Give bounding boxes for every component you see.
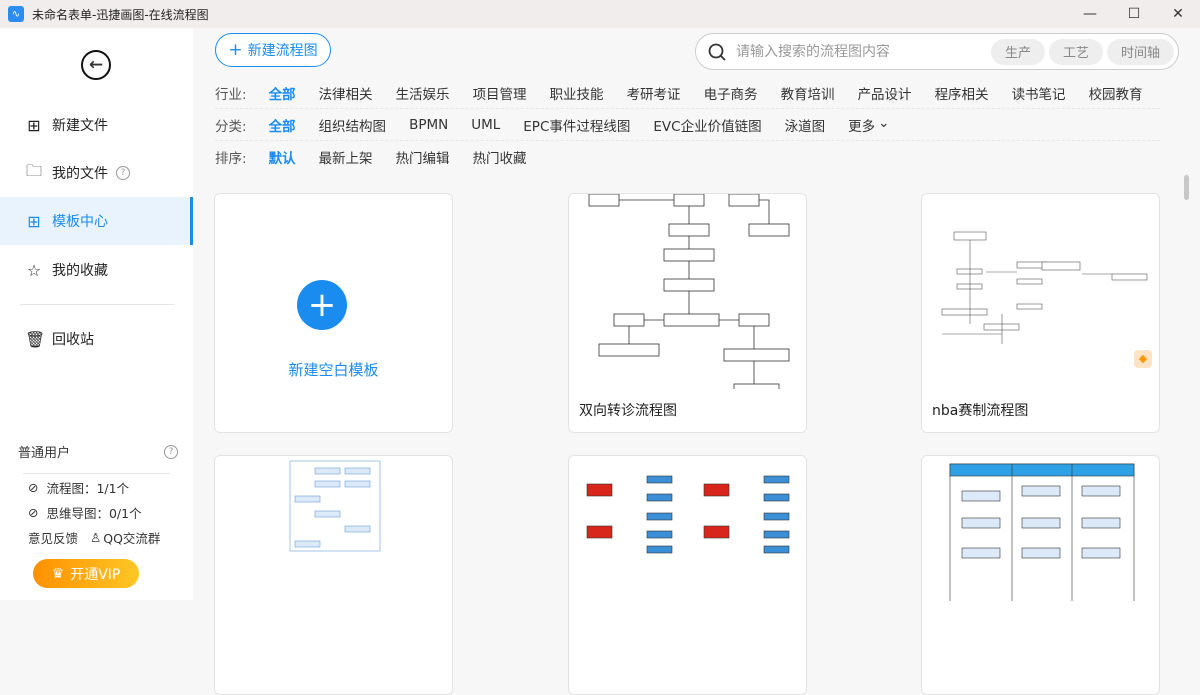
filter-label: 分类: xyxy=(215,119,247,135)
filter-option[interactable]: 热门编辑 xyxy=(395,151,450,167)
maximize-button[interactable]: ☐ xyxy=(1127,6,1141,22)
template-thumbnail xyxy=(941,231,1148,344)
crown-icon: ♛ xyxy=(51,565,65,582)
title-bar: ∿ 未命名表单-迅捷画图-在线流程图 — ☐ ✕ xyxy=(0,0,1200,28)
industry-filter: 行业: 全部 法律相关 生活娱乐 项目管理 职业技能 考研考证 电子商务 教育培训 产品设计 程序相… xyxy=(215,83,1166,103)
filter-option[interactable]: UML xyxy=(471,117,501,133)
filter-option[interactable]: BPMN xyxy=(409,117,449,133)
sidebar-item-label: 我的收藏 xyxy=(52,263,108,279)
filter-option[interactable]: 考研考证 xyxy=(626,87,681,103)
grid-icon: ⊞ xyxy=(27,211,41,231)
new-blank-template-label: 新建空白模板 xyxy=(288,361,379,379)
filter-label: 行业: xyxy=(215,87,247,103)
open-vip-button[interactable]: ♛ 开通VIP xyxy=(33,559,139,588)
help-icon[interactable]: ? xyxy=(164,444,178,459)
plus-icon: + xyxy=(297,280,347,330)
qq-group-link[interactable]: QQ交流群 xyxy=(103,531,161,546)
template-card[interactable] xyxy=(921,455,1160,695)
filter-option[interactable]: 教育培训 xyxy=(780,87,835,103)
vip-label: 开通VIP xyxy=(70,566,121,583)
chevron-down-icon: ⌄ xyxy=(878,114,890,131)
folder-icon: 🗀 xyxy=(25,160,42,180)
check-icon: ⊘ xyxy=(28,480,39,495)
filter-option[interactable]: 项目管理 xyxy=(472,87,527,103)
window-title: 未命名表单-迅捷画图-在线流程图 xyxy=(32,7,209,22)
user-type: 普通用户 xyxy=(18,446,71,461)
filter-option[interactable]: EVC企业价值链图 xyxy=(653,119,762,135)
close-button[interactable]: ✕ xyxy=(1172,6,1184,22)
search-icon xyxy=(708,43,726,61)
template-thumbnail xyxy=(586,475,790,554)
filter-option[interactable]: 组织结构图 xyxy=(318,119,387,135)
filter-option[interactable]: 职业技能 xyxy=(549,87,604,103)
template-card[interactable]: ◆ nba赛制流程图 xyxy=(921,193,1160,433)
category-filter: 分类: 全部 组织结构图 BPMN UML EPC事件过程线图 EVC企业价值链图 泳道图 更多… xyxy=(215,114,890,136)
filter-option[interactable]: 电子商务 xyxy=(703,87,758,103)
plus-icon: + xyxy=(228,40,243,60)
flowchart-quota: 流程图：1/1个 xyxy=(46,481,130,496)
sidebar-item-label: 新建文件 xyxy=(52,118,108,134)
sort-filter: 排序: 默认 最新上架 热门编辑 热门收藏 xyxy=(215,147,550,167)
search-input[interactable] xyxy=(736,43,976,60)
star-icon: ☆ xyxy=(26,260,42,280)
new-flowchart-button[interactable]: +新建流程图 xyxy=(215,33,331,67)
filter-option[interactable]: 校园教育 xyxy=(1088,87,1143,103)
sidebar-item-template-center[interactable]: ⊞ 模板中心 xyxy=(0,197,193,245)
template-card[interactable] xyxy=(214,455,453,695)
qq-icon: ♙ xyxy=(90,530,102,545)
new-blank-template-card[interactable]: + 新建空白模板 xyxy=(214,193,453,433)
trash-icon: 🗑 xyxy=(25,329,46,349)
new-flowchart-label: 新建流程图 xyxy=(247,43,318,59)
check-icon: ⊘ xyxy=(28,505,39,520)
mindmap-quota: 思维导图：0/1个 xyxy=(46,506,142,521)
search-chip[interactable]: 生产 xyxy=(990,38,1045,65)
template-card[interactable]: 双向转诊流程图 xyxy=(568,193,807,433)
app-logo-icon: ∿ xyxy=(8,6,24,22)
search-chip[interactable]: 时间轴 xyxy=(1106,38,1174,65)
sidebar-item-recycle-bin[interactable]: 🗑 回收站 xyxy=(0,315,193,363)
template-title: 双向转诊流程图 xyxy=(579,403,677,419)
filter-option[interactable]: 产品设计 xyxy=(857,87,912,103)
filter-option[interactable]: 全部 xyxy=(268,87,296,103)
filter-option[interactable]: 更多 xyxy=(848,119,876,135)
sidebar-item-label: 我的文件 xyxy=(52,166,108,182)
filter-option[interactable]: 读书笔记 xyxy=(1011,87,1066,103)
template-thumbnail xyxy=(949,463,1135,601)
filter-option[interactable]: 法律相关 xyxy=(318,87,373,103)
scrollbar-thumb[interactable] xyxy=(1184,175,1189,200)
sidebar: ← ⊞ 新建文件 🗀 我的文件? ⊞ 模板中心 ☆ 我的收藏 🗑 回收站 普通用户? ⊘ 流… xyxy=(0,28,193,600)
back-button[interactable]: ← xyxy=(81,50,111,80)
template-title: nba赛制流程图 xyxy=(932,403,1029,419)
template-thumbnail xyxy=(588,194,790,389)
filter-option[interactable]: 泳道图 xyxy=(784,119,826,135)
search-chip[interactable]: 工艺 xyxy=(1048,38,1103,65)
filter-option[interactable]: 默认 xyxy=(268,151,296,167)
filter-label: 排序: xyxy=(215,151,247,167)
feedback-link[interactable]: 意见反馈 xyxy=(28,531,79,546)
filter-option[interactable]: 最新上架 xyxy=(318,151,373,167)
sidebar-item-label: 模板中心 xyxy=(52,214,108,230)
filter-option[interactable]: 热门收藏 xyxy=(472,151,527,167)
filter-option[interactable]: 生活娱乐 xyxy=(395,87,450,103)
filter-option[interactable]: EPC事件过程线图 xyxy=(523,119,631,135)
filter-option[interactable]: 全部 xyxy=(268,119,296,135)
sidebar-item-new-file[interactable]: ⊞ 新建文件 xyxy=(0,101,193,149)
minimize-button[interactable]: — xyxy=(1083,6,1097,22)
filter-option[interactable]: 程序相关 xyxy=(934,87,989,103)
sidebar-item-favorites[interactable]: ☆ 我的收藏 xyxy=(0,246,193,294)
divider xyxy=(20,304,174,305)
sidebar-item-my-files[interactable]: 🗀 我的文件? xyxy=(0,149,193,197)
sidebar-item-label: 回收站 xyxy=(52,332,94,348)
help-icon[interactable]: ? xyxy=(116,166,130,180)
vip-diamond-icon: ◆ xyxy=(1134,350,1152,368)
template-thumbnail xyxy=(289,460,381,552)
template-card[interactable] xyxy=(568,455,807,695)
search-bar: 生产 工艺 时间轴 xyxy=(695,33,1179,70)
plus-square-icon: ⊞ xyxy=(27,115,41,135)
